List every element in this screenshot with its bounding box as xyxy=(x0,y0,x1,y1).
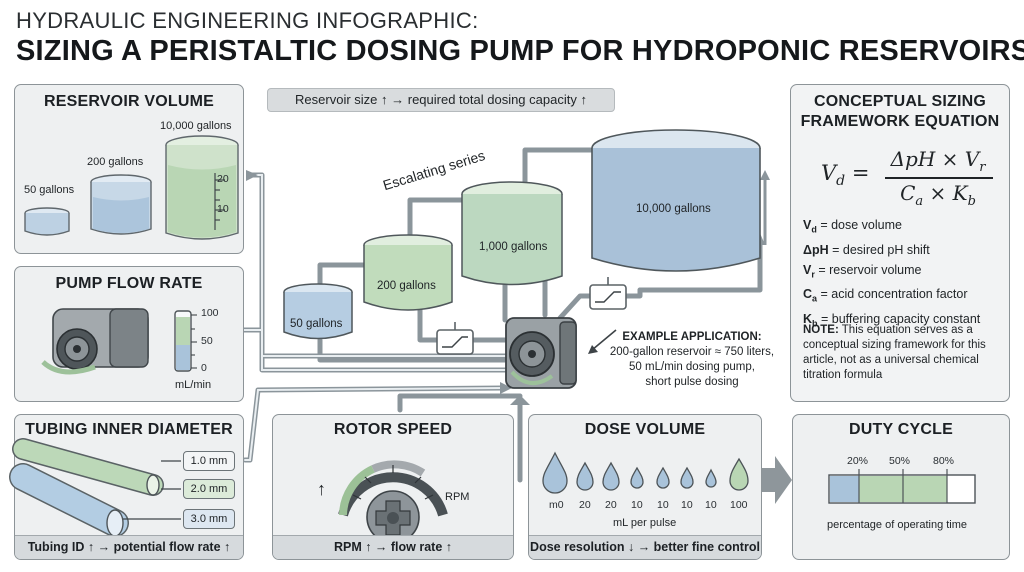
tubing-illustration xyxy=(9,438,181,537)
pump-flow-rate-panel: PUMP FLOW RATE 100 50 0 mL/min xyxy=(14,266,244,402)
example-application: EXAMPLE APPLICATION: 200-gallon reservoi… xyxy=(598,330,786,390)
equation-definitions: Vd = dose volume ΔpH = desired pH shift … xyxy=(803,215,980,333)
eq-numerator-sub: r xyxy=(979,160,986,175)
top-note: Reservoir size ↑ → required total dosing… xyxy=(267,88,615,112)
duty-cycle-panel: DUTY CYCLE 20% 50% 80% percentage of ope… xyxy=(792,414,1010,560)
dose-value-7: 10 xyxy=(705,499,717,511)
rotor-up-arrow: ↑ xyxy=(317,479,326,499)
flow-tick-50: 50 xyxy=(201,335,213,347)
page-title: SIZING A PERISTALTIC DOSING PUMP FOR HYD… xyxy=(16,35,1024,67)
top-note-text: Reservoir size ↑ → required total dosing… xyxy=(295,92,587,107)
pump-flow-rate-title: PUMP FLOW RATE xyxy=(55,275,203,292)
dose-value-1: m0 xyxy=(549,499,564,511)
example-title: EXAMPLE APPLICATION: xyxy=(622,331,762,343)
def-kb: Kb = buffering capacity constant xyxy=(803,311,981,329)
pump-illustration xyxy=(41,308,197,375)
header-kicker: HYDRAULIC ENGINEERING INFOGRAPHIC: xyxy=(16,8,479,33)
tubing-size-3mm: 3.0 mm xyxy=(183,509,235,529)
tubing-footer: Tubing ID ↑ → potential flow rate ↑ xyxy=(15,535,243,559)
duty-mark-80: 80% xyxy=(933,455,955,467)
reservoir-volume-illustration xyxy=(24,135,239,240)
def-ca: Ca = acid concentration factor xyxy=(803,287,968,304)
rotor-unit: RPM xyxy=(445,491,470,503)
eq-lhs: V xyxy=(821,161,837,185)
eq-denominator-mid: × K xyxy=(923,181,968,205)
droplets-illustration xyxy=(542,451,749,494)
flow-tick-100: 100 xyxy=(201,307,219,319)
flow-unit: mL/min xyxy=(175,379,212,391)
tank-label-200: 200 gallons xyxy=(377,280,436,292)
duty-caption: percentage of operating time xyxy=(827,519,968,531)
example-line-3: short pulse dosing xyxy=(645,376,739,388)
duty-cycle-bar xyxy=(828,469,976,504)
dose-value-5: 10 xyxy=(657,499,669,511)
dose-value-4: 10 xyxy=(631,499,643,511)
equation-note-label: NOTE: xyxy=(803,324,839,336)
tank-label-1000: 1,000 gallons xyxy=(479,241,548,253)
eq-numerator: ΔpH × V xyxy=(890,147,980,171)
equation-note-text: This equation serves as a conceptual siz… xyxy=(803,324,986,381)
rotor-speed-title: ROTOR SPEED xyxy=(333,421,453,438)
dose-value-2: 20 xyxy=(579,499,591,511)
label-200-gallons: 200 gallons xyxy=(87,156,144,168)
def-vr: Vr = reservoir volume xyxy=(803,262,922,280)
equation-panel: CONCEPTUAL SIZING FRAMEWORK EQUATION Vd … xyxy=(790,84,1010,402)
equation-title-line2: FRAMEWORK EQUATION xyxy=(800,113,1000,130)
dose-footer: Dose resolution ↓ → better fine control xyxy=(529,535,761,559)
eq-equals: = xyxy=(845,161,870,185)
equation-note: NOTE: This equation serves as a conceptu… xyxy=(803,323,1003,383)
tubing-panel-title: TUBING INNER DIAMETER xyxy=(25,421,233,438)
dose-value-3: 20 xyxy=(605,499,617,511)
tubing-size-2mm: 2.0 mm xyxy=(183,479,235,499)
reservoir-volume-panel: RESERVOIR VOLUME 50 gallons 200 gallons … xyxy=(14,84,244,254)
scale-tick-20: 20 xyxy=(217,173,229,185)
dose-unit: mL per pulse xyxy=(613,517,677,529)
scale-tick-10: 10 xyxy=(217,203,229,215)
equation-formula: Vd = ΔpH × Vr Ca × Kb xyxy=(807,147,1003,213)
eq-denominator-sub-b: b xyxy=(967,194,976,209)
example-line-2: 50 mL/min dosing pump, xyxy=(629,361,755,373)
tubing-panel: TUBING INNER DIAMETER 1.0 mm 2.0 mm 3.0 … xyxy=(9,414,244,560)
dose-value-6: 10 xyxy=(681,499,693,511)
flow-tick-0: 0 xyxy=(201,362,207,374)
dose-value-8: 100 xyxy=(730,499,748,511)
eq-fraction-bar xyxy=(885,177,993,179)
equation-title-line1: CONCEPTUAL SIZING xyxy=(813,93,986,110)
eq-denominator: C xyxy=(900,181,916,205)
rotor-footer: RPM ↑ → flow rate ↑ xyxy=(273,535,513,559)
label-50-gallons: 50 gallons xyxy=(24,184,75,196)
duty-mark-20: 20% xyxy=(847,455,869,467)
dose-volume-title: DOSE VOLUME xyxy=(584,421,706,438)
tank-label-50: 50 gallons xyxy=(290,318,343,330)
eq-denominator-sub-a: a xyxy=(915,194,924,209)
duty-cycle-title: DUTY CYCLE xyxy=(849,421,953,438)
duty-mark-50: 50% xyxy=(889,455,911,467)
dose-volume-panel: DOSE VOLUME m0 20 20 10 10 10 10 100 mL … xyxy=(528,414,762,560)
label-10000-gallons: 10,000 gallons xyxy=(160,120,232,132)
def-vd: Vd = dose volume xyxy=(803,218,902,235)
example-line-1: 200-gallon reservoir ≈ 750 liters, xyxy=(609,346,775,358)
eq-lhs-sub: d xyxy=(836,173,846,190)
tank-label-10000: 10,000 gallons xyxy=(636,203,711,215)
tubing-size-1mm: 1.0 mm xyxy=(183,451,235,471)
def-dph: ΔpH = desired pH shift xyxy=(803,242,930,257)
reservoir-volume-title: RESERVOIR VOLUME xyxy=(43,93,215,110)
rotor-speed-panel: ROTOR SPEED ↑ RPM RPM ↑ → flow rate ↑ xyxy=(272,414,514,560)
